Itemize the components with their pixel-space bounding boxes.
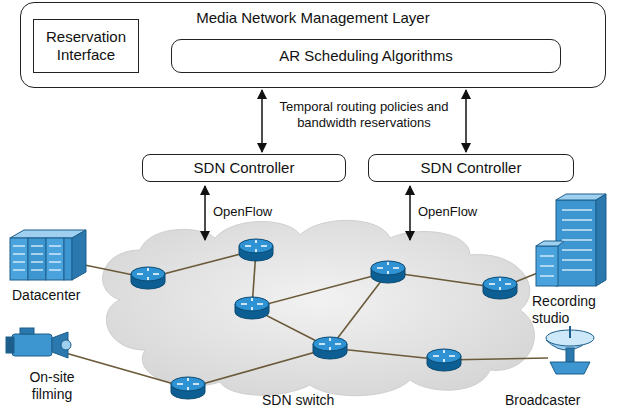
datacenter-icon (10, 230, 86, 280)
site-label: On-site filming (16, 369, 88, 403)
box-label: Reservation Interface (39, 28, 133, 64)
site-label: Broadcaster (505, 392, 580, 409)
openflow-arrows (205, 186, 410, 240)
device-label: SDN switch (262, 392, 334, 409)
sdn-switches (131, 239, 517, 399)
broadcaster-dish-icon (546, 326, 594, 374)
site-label: Datacenter (12, 287, 80, 304)
network-cloud (103, 220, 535, 395)
controller-box: SDN Controller (368, 154, 574, 182)
camera-icon (6, 328, 71, 358)
protocol-label: OpenFlow (213, 204, 272, 220)
protocol-label: OpenFlow (418, 204, 477, 220)
site-label: Recording studio (532, 293, 612, 327)
network-links (55, 250, 548, 388)
interface-box: Reservation Interface (33, 19, 139, 73)
flow-label: Temporal routing policies and bandwidth … (274, 99, 454, 130)
layer-box: Media Network Management LayerReservatio… (20, 2, 606, 88)
algorithm-box: AR Scheduling Algorithms (171, 39, 561, 73)
box-label: SDN Controller (421, 159, 522, 177)
box-label: SDN Controller (194, 159, 295, 177)
box-label: AR Scheduling Algorithms (279, 47, 452, 65)
control-arrow (261, 90, 263, 152)
recording-studio-icon (536, 194, 606, 286)
controller-box: SDN Controller (142, 154, 346, 182)
control-arrow (465, 90, 467, 152)
